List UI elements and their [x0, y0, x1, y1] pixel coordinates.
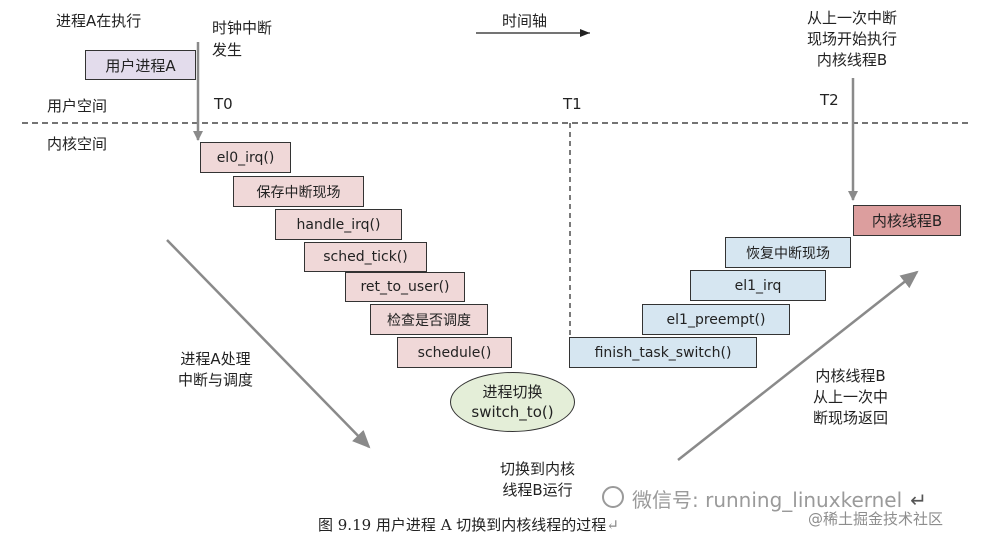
step-check-schedule: 检查是否调度: [370, 304, 488, 335]
return-label-2: 从上一次中: [812, 388, 888, 406]
wechat-watermark-text: 微信号: running_linuxkernel: [632, 488, 903, 512]
resume-label-2: 现场开始执行: [806, 30, 897, 48]
handle-label-1: 进程A处理: [180, 350, 251, 368]
context-switch-title: 进程切换: [482, 383, 543, 401]
ascend-arrow: [677, 270, 919, 461]
handle-label-2: 中断与调度: [177, 371, 253, 389]
step-el1-irq: el1_irq: [690, 270, 826, 301]
step-handle-irq: handle_irq(): [275, 209, 402, 240]
switch-label-1: 切换到内核: [499, 460, 575, 478]
wechat-return-mark: ↵: [910, 488, 927, 512]
resume-label-3: 内核线程B: [816, 51, 888, 69]
caption-text: 图 9.19 用户进程 A 切换到内核线程的过程: [318, 516, 607, 534]
step-el0-irq: el0_irq(): [200, 142, 291, 173]
step-el1-preempt: el1_preempt(): [642, 304, 790, 335]
context-switch-function: switch_to(): [471, 403, 554, 421]
timeline-label: 时间轴: [502, 12, 548, 30]
step-finish-task-switch: finish_task_switch(): [569, 337, 757, 368]
clock-interrupt-label-2: 发生: [212, 41, 243, 59]
user-space-label: 用户空间: [47, 97, 108, 115]
switch-label-2: 线程B运行: [502, 481, 573, 499]
t0-label: T0: [214, 95, 233, 113]
process-a-running-label: 进程A在执行: [56, 12, 142, 30]
step-schedule: schedule(): [397, 337, 512, 368]
resume-label-1: 从上一次中断: [806, 9, 897, 27]
context-switch-node: 进程切换 switch_to(): [450, 372, 575, 432]
step-save-interrupt-context: 保存中断现场: [233, 176, 364, 207]
step-ret-to-user: ret_to_user(): [345, 272, 465, 302]
site-watermark: @稀土掘金技术社区: [808, 510, 944, 528]
descend-arrow: [166, 239, 371, 449]
caption-return-mark: ↵: [606, 516, 619, 534]
figure-caption: 图 9.19 用户进程 A 切换到内核线程的过程↵: [318, 514, 619, 535]
return-label-1: 内核线程B: [815, 367, 886, 385]
clock-interrupt-label-1: 时钟中断: [212, 19, 273, 37]
return-label-3: 断现场返回: [812, 409, 888, 427]
wechat-watermark: 微信号: running_linuxkernel ↵: [632, 484, 927, 513]
user-process-a-box: 用户进程A: [85, 50, 196, 80]
step-sched-tick: sched_tick(): [304, 242, 427, 272]
t1-label: T1: [563, 95, 582, 113]
step-restore-interrupt-context: 恢复中断现场: [725, 237, 851, 268]
kernel-space-label: 内核空间: [47, 135, 108, 153]
t2-label: T2: [820, 91, 839, 109]
kernel-thread-b-box: 内核线程B: [853, 205, 961, 236]
wechat-icon: [602, 486, 624, 508]
